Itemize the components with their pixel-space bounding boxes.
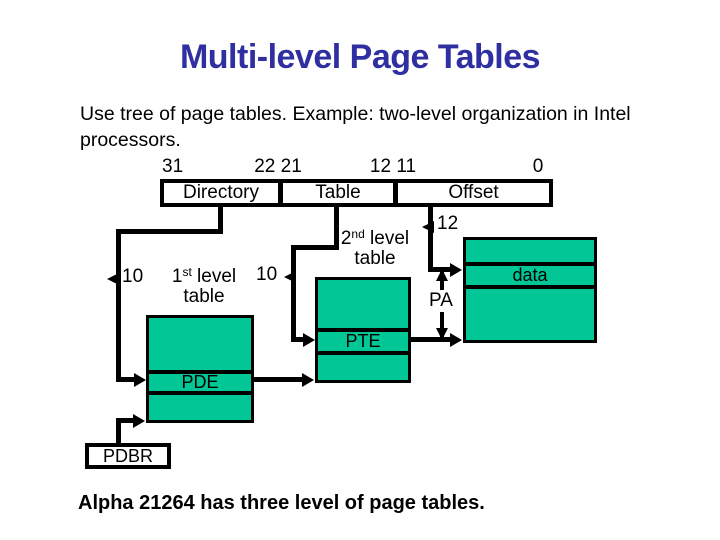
connector-table-horizontal bbox=[291, 245, 339, 250]
pde-entry: PDE bbox=[181, 372, 219, 392]
arrowhead-into-pte bbox=[303, 333, 315, 347]
bitfield-divider-2 bbox=[393, 183, 398, 203]
bitfield-divider-1 bbox=[278, 183, 283, 203]
bitfield-table-label: Table bbox=[315, 182, 361, 203]
bit-label-0: 0 bbox=[532, 156, 544, 177]
connector-pde-to-second-level bbox=[254, 377, 304, 382]
arrowhead-into-data bbox=[450, 263, 462, 277]
table-bits-count: 10 bbox=[256, 264, 278, 285]
first-level-divider-top bbox=[149, 370, 251, 374]
first-level-table: PDE bbox=[146, 315, 254, 423]
second-level-label-line2: table bbox=[354, 248, 396, 269]
arrowhead-into-pde bbox=[134, 373, 146, 387]
pa-arrowhead-up bbox=[436, 269, 448, 281]
connector-directory-horizontal bbox=[116, 229, 223, 234]
data-entry: data bbox=[512, 265, 548, 285]
first-level-table-label: 1st level table bbox=[149, 265, 259, 307]
intro-text: Use tree of page tables. Example: two-le… bbox=[80, 103, 631, 151]
connector-table-vertical-2 bbox=[291, 245, 296, 342]
connector-pdbr-vertical bbox=[116, 418, 121, 445]
directory-bits-count: 10 bbox=[122, 266, 144, 287]
second-level-divider-top bbox=[318, 328, 408, 332]
arrowhead-pde-to-second-level bbox=[302, 373, 314, 387]
connector-pdbr-stem bbox=[121, 418, 135, 423]
arrowhead-pte-to-data bbox=[450, 333, 462, 347]
connector-pte-to-data bbox=[411, 337, 452, 342]
connector-table-vertical-1 bbox=[334, 206, 339, 250]
second-level-table: PTE bbox=[315, 277, 411, 383]
connector-offset-vertical bbox=[428, 206, 433, 272]
bit-label-12-11: 12 11 bbox=[369, 156, 417, 177]
second-level-divider-bottom bbox=[318, 351, 408, 355]
connector-table-stem bbox=[296, 337, 306, 342]
pdbr-register-box: PDBR bbox=[85, 443, 171, 469]
bitfield-offset-label: Offset bbox=[448, 182, 499, 203]
data-page-box: data bbox=[463, 237, 597, 343]
table-bits-arrow-icon bbox=[284, 271, 296, 283]
pa-arrowhead-down bbox=[436, 328, 448, 340]
bitfield-directory-label: Directory bbox=[182, 182, 259, 203]
connector-directory-vertical-1 bbox=[218, 206, 223, 234]
pa-label: PA bbox=[427, 290, 455, 312]
arrowhead-pdbr-to-first-level bbox=[133, 414, 145, 428]
directory-bits-arrow-icon bbox=[107, 273, 119, 285]
second-level-label-line1: 2nd level bbox=[340, 227, 410, 249]
virtual-address-box: Directory Table Offset bbox=[160, 179, 553, 207]
second-level-table-label: 2nd level table bbox=[320, 227, 430, 269]
offset-bits-count: 12 bbox=[437, 213, 459, 234]
offset-bits-arrow-icon bbox=[422, 221, 434, 233]
connector-directory-vertical-2 bbox=[116, 229, 121, 382]
data-page-divider-top bbox=[466, 262, 594, 266]
data-page-divider-bottom bbox=[466, 285, 594, 289]
connector-directory-stem bbox=[121, 377, 136, 382]
bit-label-31: 31 bbox=[162, 156, 184, 177]
pte-entry: PTE bbox=[345, 331, 381, 351]
page-title: Multi-level Page Tables bbox=[179, 38, 541, 76]
first-level-label-line1: 1st level bbox=[171, 265, 237, 287]
first-level-label-line2: table bbox=[183, 286, 225, 307]
bit-label-22-21: 22 21 bbox=[254, 156, 302, 177]
first-level-divider-bottom bbox=[149, 391, 251, 395]
footer-note: Alpha 21264 has three level of page tabl… bbox=[78, 492, 485, 514]
